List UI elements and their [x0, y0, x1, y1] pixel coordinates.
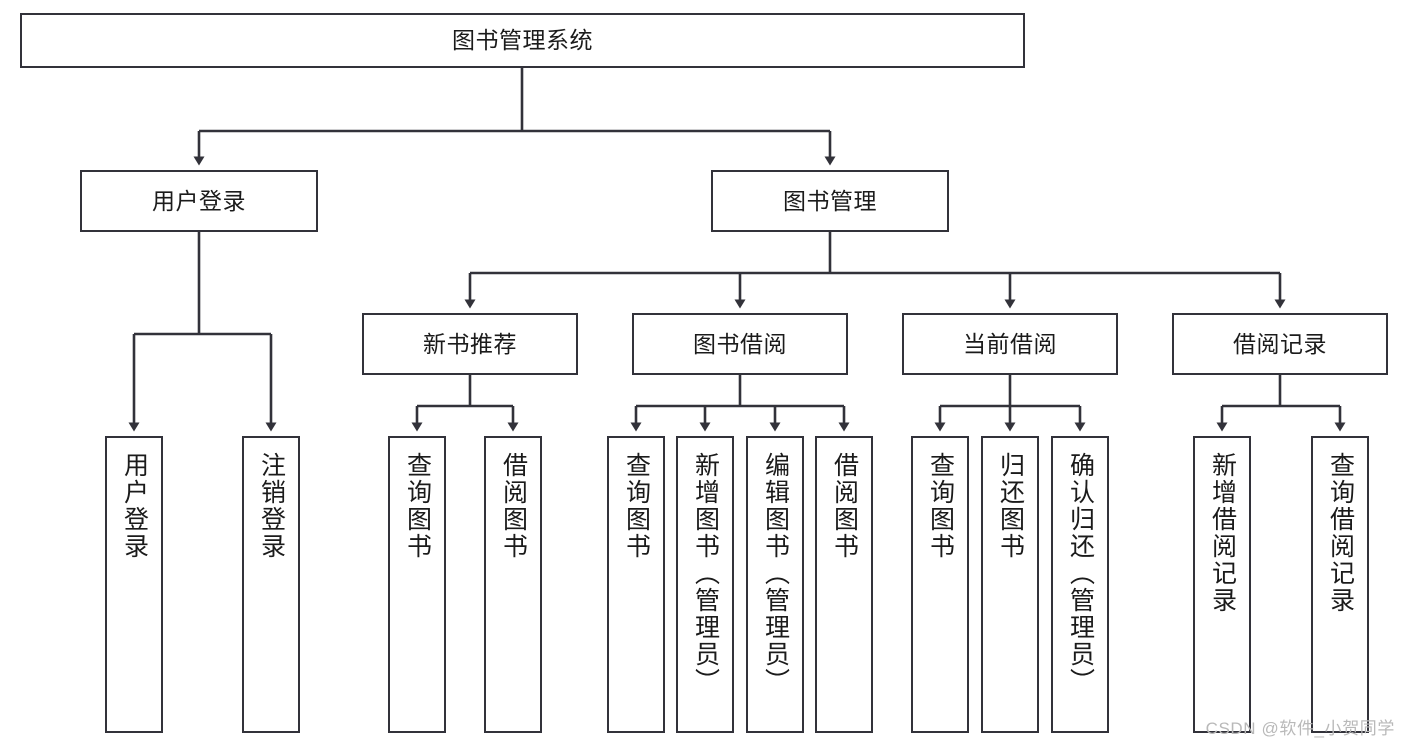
node-leaf-borrow-book-1[interactable]: 借阅图书	[484, 436, 542, 733]
watermark-text: CSDN @软件_小贺同学	[1205, 719, 1395, 738]
node-leaf-borrow-book-2-label: 借阅图书	[830, 452, 859, 560]
node-user-login[interactable]: 用户登录	[80, 170, 318, 232]
node-current-borrow-label: 当前借阅	[963, 330, 1057, 357]
node-leaf-confirm-return[interactable]: 确认归还（管理员）	[1051, 436, 1109, 733]
node-root-label: 图书管理系统	[452, 27, 593, 54]
node-leaf-query-record[interactable]: 查询借阅记录	[1311, 436, 1369, 733]
node-book-manage[interactable]: 图书管理	[711, 170, 949, 232]
node-leaf-confirm-return-label: 确认归还（管理员）	[1066, 452, 1095, 695]
node-borrow-record-label: 借阅记录	[1233, 330, 1327, 357]
node-leaf-query-book-1[interactable]: 查询图书	[388, 436, 446, 733]
node-leaf-borrow-book-2[interactable]: 借阅图书	[815, 436, 873, 733]
node-leaf-add-record-label: 新增借阅记录	[1208, 452, 1237, 614]
node-leaf-query-book-2[interactable]: 查询图书	[607, 436, 665, 733]
node-user-login-label: 用户登录	[152, 187, 246, 214]
node-leaf-user-login-label: 用户登录	[120, 452, 149, 560]
node-leaf-add-book-label: 新增图书（管理员）	[691, 452, 720, 695]
node-current-borrow[interactable]: 当前借阅	[902, 313, 1118, 375]
node-borrow-record[interactable]: 借阅记录	[1172, 313, 1388, 375]
node-leaf-return-book-label: 归还图书	[996, 452, 1025, 560]
node-leaf-return-book[interactable]: 归还图书	[981, 436, 1039, 733]
node-book-borrow-label: 图书借阅	[693, 330, 787, 357]
node-leaf-query-book-2-label: 查询图书	[622, 452, 651, 560]
node-leaf-user-logout-label: 注销登录	[257, 452, 286, 560]
node-book-manage-label: 图书管理	[783, 187, 877, 214]
node-leaf-borrow-book-1-label: 借阅图书	[499, 452, 528, 560]
node-leaf-query-book-3-label: 查询图书	[926, 452, 955, 560]
node-leaf-add-book[interactable]: 新增图书（管理员）	[676, 436, 734, 733]
node-leaf-add-record[interactable]: 新增借阅记录	[1193, 436, 1251, 733]
node-root[interactable]: 图书管理系统	[20, 13, 1025, 68]
node-new-book-rec-label: 新书推荐	[423, 330, 517, 357]
node-new-book-rec[interactable]: 新书推荐	[362, 313, 578, 375]
node-leaf-user-login[interactable]: 用户登录	[105, 436, 163, 733]
node-book-borrow[interactable]: 图书借阅	[632, 313, 848, 375]
node-leaf-edit-book[interactable]: 编辑图书（管理员）	[746, 436, 804, 733]
node-leaf-user-logout[interactable]: 注销登录	[242, 436, 300, 733]
node-leaf-edit-book-label: 编辑图书（管理员）	[761, 452, 790, 695]
node-leaf-query-book-3[interactable]: 查询图书	[911, 436, 969, 733]
node-leaf-query-book-1-label: 查询图书	[403, 452, 432, 560]
node-leaf-query-record-label: 查询借阅记录	[1326, 452, 1355, 614]
